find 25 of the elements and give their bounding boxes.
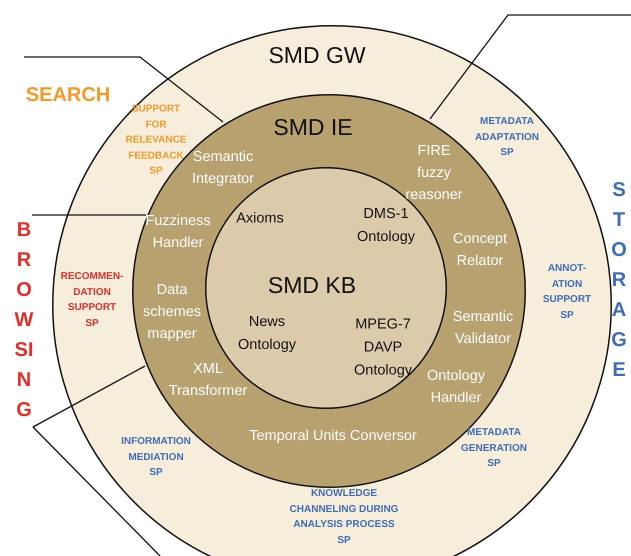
component-label: Ontology Handler (426, 367, 486, 408)
ontology-label: DMS-1 Ontology (356, 205, 416, 247)
component-label: Data schemes mapper (142, 281, 202, 344)
component-label: Temporal Units Conversor (249, 427, 417, 446)
category-label: BROWSING (14, 218, 34, 423)
service-label: METADATA ADAPTATION SP (474, 114, 540, 160)
component-label: Semantic Validator (452, 308, 514, 349)
component-label: Concept Relator (453, 230, 507, 271)
service-label: ANNOT- ATION SUPPORT SP (542, 262, 592, 322)
ring-title: SMD IE (273, 114, 353, 140)
service-label: RECOMMEN- DATION SUPPORT SP (60, 270, 124, 330)
ontology-label: News Ontology (238, 313, 296, 355)
service-label: INFORMATION MEDIATION SP (121, 434, 191, 480)
service-label: METADATA GENERATION SP (461, 426, 527, 471)
category-label: STORAGE (610, 178, 628, 383)
ontology-label: MPEG-7 DAVP Ontology (354, 316, 412, 380)
component-label: FIRE fuzzy reasoner (405, 142, 463, 205)
component-label: XML Transformer (168, 360, 248, 401)
ontology-label: Axioms (236, 210, 284, 228)
component-label: Fuzziness Handler (145, 212, 211, 253)
category-label: SEARCH (26, 83, 110, 107)
service-label: KNOWLEDGE CHANNELING DURING ANALYSIS PROCESS SP (290, 487, 398, 548)
component-label: Semantic Integrator (192, 148, 254, 189)
ring-title: SMD KB (268, 272, 356, 298)
ring-title: SMD GW (268, 42, 366, 68)
